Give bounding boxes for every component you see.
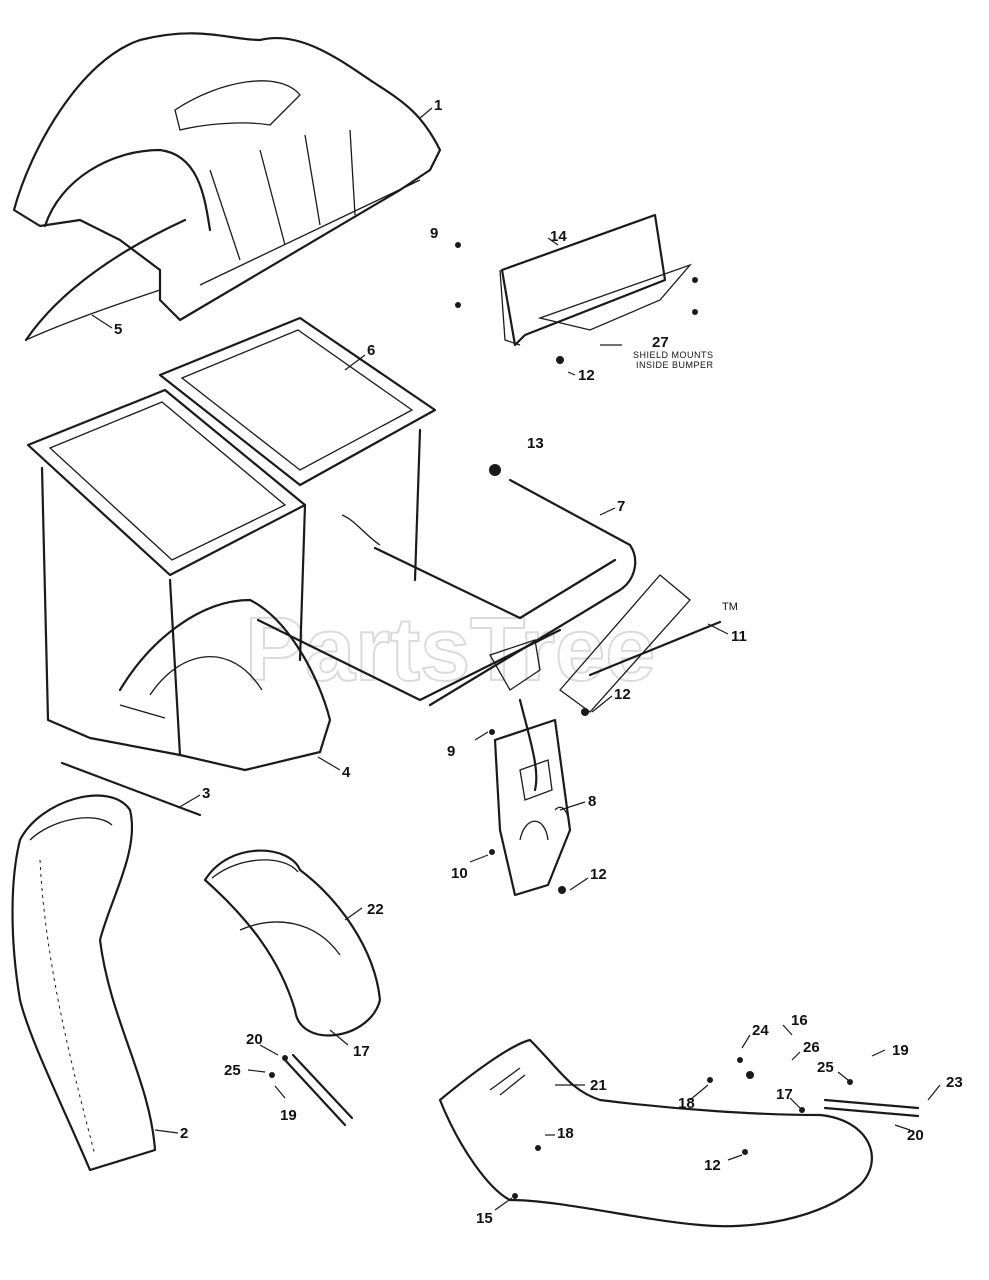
callout-6[interactable]: 6 — [367, 342, 375, 359]
callout-16[interactable]: 16 — [791, 1012, 808, 1029]
leader-lines — [91, 107, 941, 1211]
callout-17-left[interactable]: 17 — [353, 1043, 370, 1060]
callout-25-right[interactable]: 25 — [817, 1059, 834, 1076]
callout-19-left[interactable]: 19 — [280, 1107, 297, 1124]
note-shield-mounts: SHIELD MOUNTS INSIDE BUMPER — [633, 350, 714, 370]
part-lever-arm-right[interactable] — [823, 1098, 920, 1118]
callout-11[interactable]: 11 — [731, 628, 747, 645]
callout-21[interactable]: 21 — [590, 1077, 607, 1094]
callout-20-right[interactable]: 20 — [907, 1127, 924, 1144]
part-frame[interactable] — [256, 478, 637, 792]
callout-8[interactable]: 8 — [588, 793, 596, 810]
callout-1[interactable]: 1 — [434, 97, 442, 114]
part-grass-bags[interactable] — [26, 316, 437, 772]
callout-26[interactable]: 26 — [803, 1039, 820, 1056]
callout-7[interactable]: 7 — [617, 498, 625, 515]
callout-18-upper[interactable]: 18 — [678, 1095, 695, 1112]
callout-14[interactable]: 14 — [550, 228, 567, 245]
callout-18-lower[interactable]: 18 — [557, 1125, 574, 1142]
watermark-mark: TM — [722, 601, 738, 613]
callout-22[interactable]: 22 — [367, 901, 384, 918]
note-line-1: SHIELD MOUNTS — [633, 350, 714, 360]
callout-2[interactable]: 2 — [180, 1125, 188, 1142]
callout-24[interactable]: 24 — [752, 1022, 769, 1039]
callout-12-chute[interactable]: 12 — [704, 1157, 721, 1174]
part-bumper-shield[interactable] — [499, 213, 693, 347]
callout-27[interactable]: 27 — [652, 334, 669, 351]
callout-12-frame[interactable]: 12 — [614, 686, 631, 703]
callout-10[interactable]: 10 — [451, 865, 468, 882]
part-chute-elbow[interactable] — [203, 849, 382, 1037]
callout-17-right[interactable]: 17 — [776, 1086, 793, 1103]
part-lower-chute[interactable] — [438, 1038, 873, 1228]
callout-12-bracket[interactable]: 12 — [590, 866, 607, 883]
part-rod[interactable] — [60, 761, 202, 817]
callout-9-top[interactable]: 9 — [430, 225, 438, 242]
callout-25-left[interactable]: 25 — [224, 1062, 241, 1079]
callout-15[interactable]: 15 — [476, 1210, 493, 1227]
callout-12-top[interactable]: 12 — [578, 367, 595, 384]
callout-23[interactable]: 23 — [946, 1074, 963, 1091]
callout-5[interactable]: 5 — [114, 321, 122, 338]
part-pin-rod[interactable] — [559, 574, 722, 713]
callout-13[interactable]: 13 — [527, 435, 544, 452]
note-line-2: INSIDE BUMPER — [636, 360, 714, 370]
part-mount-bracket[interactable] — [493, 718, 572, 897]
callout-3[interactable]: 3 — [202, 785, 210, 802]
callout-9-mid[interactable]: 9 — [447, 743, 455, 760]
callouts: 1 2 3 4 5 6 7 8 9 9 10 11 12 12 12 12 13… — [114, 97, 963, 1227]
part-discharge-chute-left[interactable] — [11, 794, 157, 1172]
callout-20-left[interactable]: 20 — [246, 1031, 263, 1048]
hardware-fasteners — [269, 242, 853, 1199]
part-lever-arm-left[interactable] — [283, 1053, 354, 1127]
callout-4[interactable]: 4 — [342, 764, 351, 781]
callout-19-right[interactable]: 19 — [892, 1042, 909, 1059]
part-bag-cover[interactable] — [12, 32, 442, 342]
